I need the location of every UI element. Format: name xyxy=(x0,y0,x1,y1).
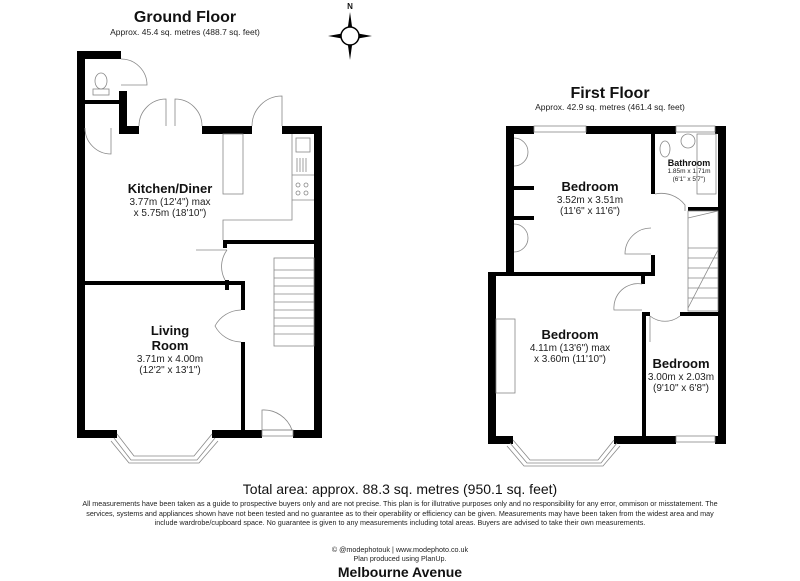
ground-floor-plan xyxy=(77,51,322,438)
room-dims: 1.85m x 1.71m xyxy=(667,168,711,176)
room-dims: (9'10" x 6'8") xyxy=(653,383,709,395)
compass-rose-icon xyxy=(328,12,372,60)
room-bathroom: Bathroom 1.85m x 1.71m (6'1" x 5'7") xyxy=(660,158,718,183)
room-kitchen-diner: Kitchen/Diner 3.77m (12'4") max x 5.75m … xyxy=(110,181,230,220)
room-name: Bedroom xyxy=(541,327,599,342)
credit-line-2: Plan produced using PlanUp. xyxy=(353,554,447,564)
room-dims: 3.77m (12'4") max xyxy=(129,196,211,208)
room-dims: x 3.60m (11'10") xyxy=(534,354,606,366)
room-bedroom-1: Bedroom 3.52m x 3.51m (11'6" x 11'6") xyxy=(535,179,645,218)
room-dims: 4.11m (13'6") max xyxy=(529,342,611,354)
room-name: Living xyxy=(150,323,190,338)
first-floor-plan xyxy=(488,126,726,444)
ground-floor-area: Approx. 45.4 sq. metres (488.7 sq. feet) xyxy=(110,27,260,37)
room-bedroom-3: Bedroom 3.00m x 2.03m (9'10" x 6'8") xyxy=(645,356,717,395)
first-floor-fixtures xyxy=(495,125,719,467)
room-bedroom-2: Bedroom 4.11m (13'6") max x 3.60m (11'10… xyxy=(510,327,630,366)
room-dims: x 5.75m (18'10") xyxy=(133,208,207,220)
total-area: Total area: approx. 88.3 sq. metres (950… xyxy=(242,481,558,497)
compass: N xyxy=(328,2,372,60)
ground-floor-fixtures xyxy=(84,58,315,464)
room-name: Room xyxy=(151,337,189,353)
room-dims: (11'6" x 11'6") xyxy=(559,206,621,218)
first-floor-area: Approx. 42.9 sq. metres (461.4 sq. feet) xyxy=(535,102,685,112)
room-dims: 3.71m x 4.00m xyxy=(136,353,204,365)
credit: © @modephotouk | www.modephoto.co.uk Pla… xyxy=(0,545,800,564)
property-address: Melbourne Avenue xyxy=(337,564,463,580)
room-dims: (12'2" x 13'1") xyxy=(139,365,201,377)
room-living-room: Living Room 3.71m x 4.00m (12'2" x 13'1"… xyxy=(110,323,230,377)
room-name: Bedroom xyxy=(561,179,619,194)
first-floor-title: First Floor xyxy=(570,85,650,102)
room-dims: (6'1" x 5'7") xyxy=(672,175,706,183)
ground-floor-title: Ground Floor xyxy=(133,9,237,26)
room-name: Bedroom xyxy=(652,356,710,371)
room-dims: 3.52m x 3.51m xyxy=(556,194,624,206)
room-name: Kitchen/Diner xyxy=(127,181,213,196)
disclaimer: All measurements have been taken as a gu… xyxy=(82,499,718,528)
room-name: Bathroom xyxy=(667,158,711,168)
room-dims: 3.00m x 2.03m xyxy=(647,371,715,383)
floor-plan-drawing xyxy=(77,51,726,467)
compass-north-label: N xyxy=(347,2,353,11)
credit-line-1: © @modephotouk | www.modephoto.co.uk xyxy=(331,545,469,554)
